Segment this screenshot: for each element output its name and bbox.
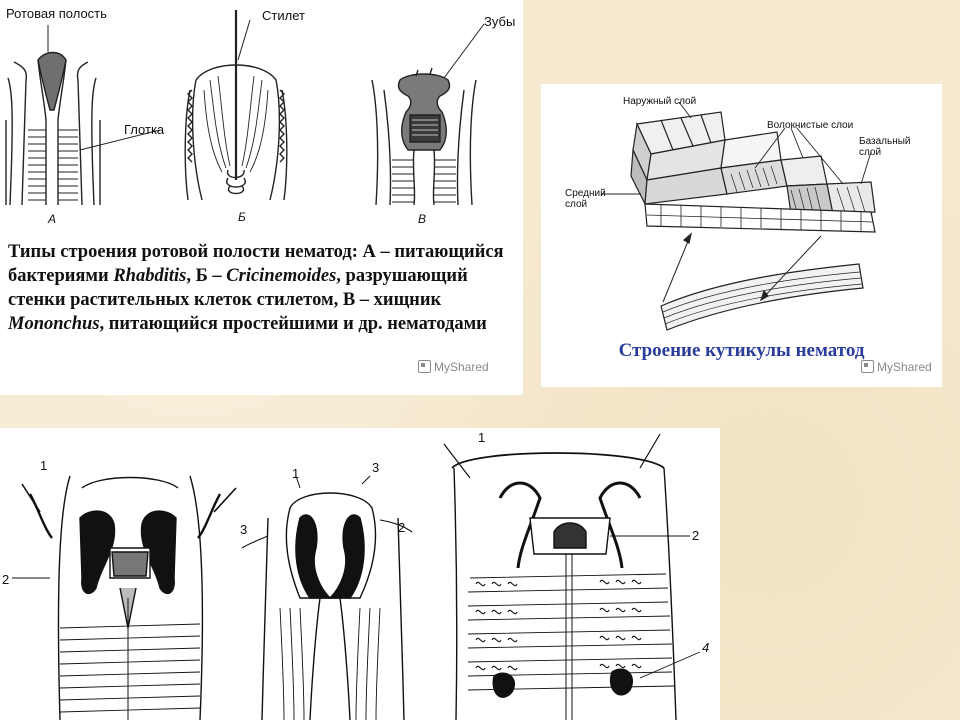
label-v: В [418, 212, 427, 226]
myshared-logo-icon [418, 360, 431, 373]
mouth-cavity-caption: Типы строения ротовой полости нематод: А… [8, 240, 518, 336]
watermark-text: MyShared [434, 360, 489, 374]
watermark-cuticle: MyShared [861, 360, 932, 374]
cuticle-caption: Строение кутикулы нематод [618, 340, 865, 361]
caption-part-1: Типы строения ротовой полости нематод: [8, 242, 363, 262]
label-fibrous-layers: Волокнистые слои [767, 120, 854, 131]
watermark-mouth: MyShared [418, 360, 489, 374]
label-basal-line-2: слой [859, 147, 882, 158]
mouth-cavity-drawings [5, 10, 485, 206]
cuticle-panel: Наружный слой Волокнистые слои Базальный… [541, 84, 942, 387]
drawing-a-rhabditis [5, 25, 161, 206]
label-teeth: Зубы [484, 14, 516, 29]
label-middle-layer: Средний слой [565, 188, 606, 210]
label-pharynx: Глотка [124, 122, 165, 137]
label-1-middle: 1 [292, 466, 300, 481]
label-oral-cavity: Ротовая полость [6, 6, 107, 21]
label-middle-line-2: слой [565, 199, 588, 210]
label-basal-line-1: Базальный [859, 136, 911, 147]
head-drawing-2 [241, 475, 413, 720]
label-basal-layer: Базальный слой [859, 136, 911, 158]
caption-genus-rhabditis: Rhabditis [113, 266, 187, 286]
label-1-right: 1 [478, 430, 486, 445]
watermark-text: MyShared [877, 360, 932, 374]
head-drawing-3 [443, 433, 701, 720]
label-1-left: 1 [40, 458, 48, 473]
label-2-left: 2 [2, 572, 10, 587]
caption-genus-cricinemoides: Cricinemoides [226, 266, 337, 286]
caption-part-4: , Б – [186, 266, 227, 286]
label-a: А [48, 212, 57, 226]
mouth-cavity-panel: Ротовая полость Стилет Зубы Глотка А Б В… [0, 0, 523, 395]
label-4-right: 4 [702, 640, 710, 655]
caption-part-2: А – питающийся бактериями [8, 242, 504, 286]
myshared-logo-icon [861, 360, 874, 373]
head-end-drawings [12, 433, 701, 720]
cuticle-drawing [601, 101, 876, 331]
label-2-right: 2 [692, 528, 700, 543]
label-3-middle-left: 3 [240, 522, 248, 537]
drawing-b-cricinemoides [184, 10, 288, 201]
caption-part-8: , питающийся простейшими и др. нематодам… [99, 314, 487, 334]
label-2-middle: 2 [398, 520, 406, 535]
caption-genus-mononchus: Mononchus [8, 314, 100, 334]
label-b: Б [238, 210, 246, 224]
label-3-middle-top: 3 [372, 460, 380, 475]
label-stylet: Стилет [262, 8, 305, 23]
label-outer-layer: Наружный слой [623, 96, 697, 107]
drawing-c-mononchus [371, 23, 485, 206]
head-end-panel: 1 2 1 3 3 2 1 2 4 [0, 428, 720, 720]
label-middle-line-1: Средний [565, 188, 606, 199]
head-drawing-1 [12, 475, 237, 720]
caption-part-6: , разрушающий стенки растительных клеток… [8, 266, 468, 310]
